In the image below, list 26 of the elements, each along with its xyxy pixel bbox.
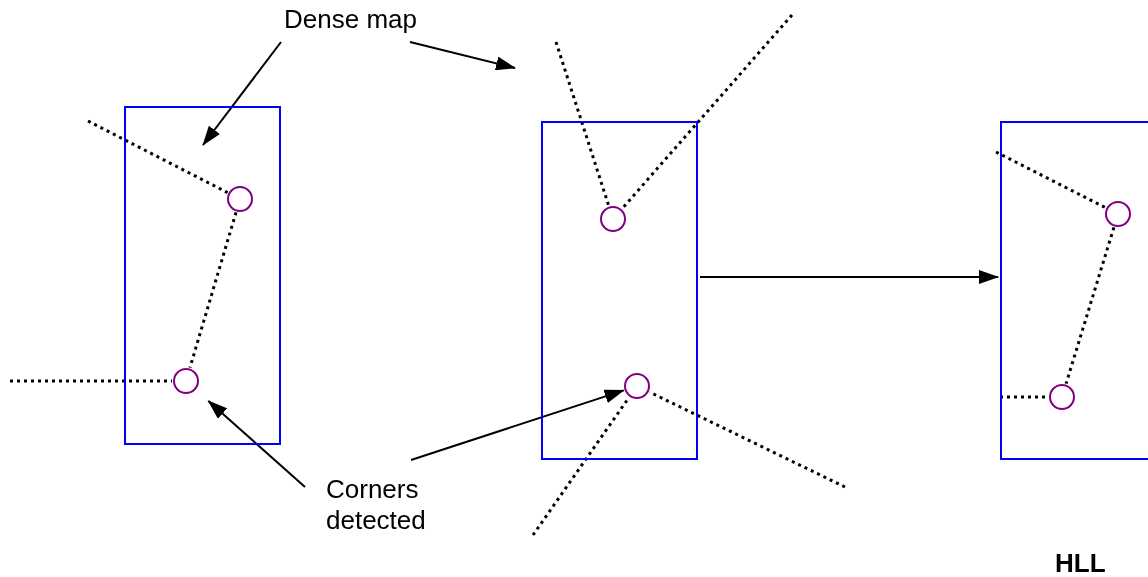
outline-rectangle xyxy=(541,121,698,460)
corner-circle xyxy=(173,368,199,394)
outline-rectangle xyxy=(1000,121,1148,460)
corner-circle xyxy=(1105,201,1131,227)
dotted-line xyxy=(995,150,1107,209)
dotted-line xyxy=(554,41,611,207)
dotted-line xyxy=(1000,395,1048,399)
arrow xyxy=(202,41,282,146)
arrow xyxy=(207,399,306,488)
dotted-line xyxy=(10,379,172,383)
annotation-text: Corners detected xyxy=(326,474,427,536)
arrow xyxy=(699,270,999,284)
dotted-line xyxy=(87,119,229,194)
corner-circle xyxy=(1049,384,1075,410)
outline-rectangle xyxy=(124,106,281,445)
dotted-line xyxy=(621,14,794,210)
annotation-text: Dense map xyxy=(284,4,418,35)
corner-circle xyxy=(624,373,650,399)
arrow xyxy=(410,389,625,461)
panel-label: HLL xyxy=(1055,548,1106,577)
dotted-line xyxy=(1064,226,1116,385)
dotted-line xyxy=(188,212,238,368)
corner-circle xyxy=(227,186,253,212)
corner-circle xyxy=(600,206,626,232)
arrow xyxy=(409,41,516,71)
dotted-line xyxy=(648,390,846,489)
